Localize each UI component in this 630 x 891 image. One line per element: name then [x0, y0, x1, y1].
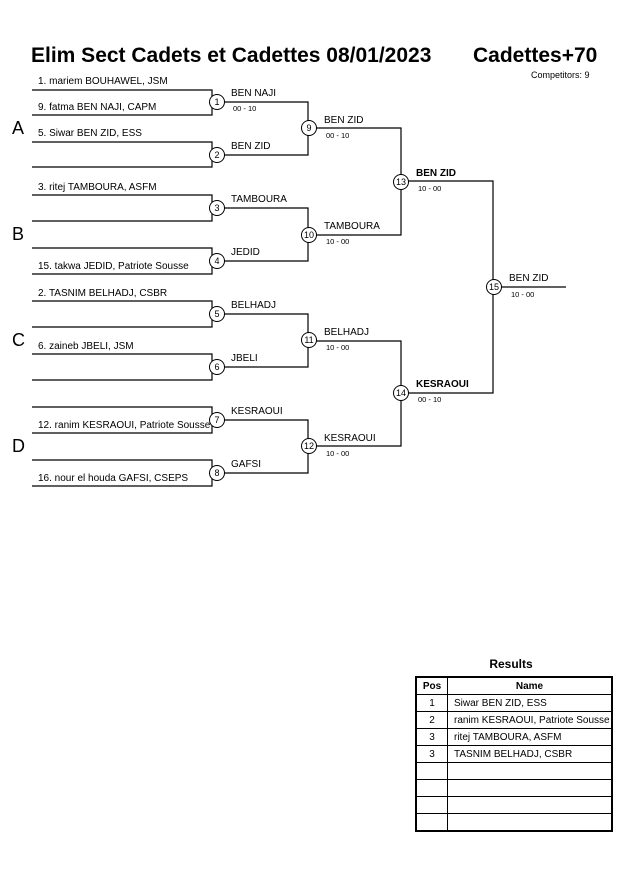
match-score: 10 - 00	[326, 237, 350, 246]
match-number: 15	[486, 279, 502, 295]
entry-name: 12. ranim KESRAOUI, Patriote Sousse	[38, 420, 211, 431]
match-score: 10 - 00	[326, 343, 350, 352]
winner-name: BEN ZID	[231, 141, 271, 152]
name-cell	[447, 813, 613, 832]
winner-name: BEN NAJI	[231, 88, 277, 99]
winner-name: BELHADJ	[231, 300, 277, 311]
winner-name: KESRAOUI	[324, 433, 376, 444]
pos-cell: 1	[415, 694, 448, 712]
winner-name: BEN ZID	[416, 168, 456, 179]
pos-cell	[415, 796, 448, 814]
table-row	[415, 779, 613, 797]
winner-name: BELHADJ	[324, 327, 370, 338]
name-cell: TASNIM BELHADJ, CSBR	[447, 745, 613, 763]
entry-name: 5. Siwar BEN ZID, ESS	[38, 128, 142, 139]
pos-cell	[415, 779, 448, 797]
pos-cell: 2	[415, 711, 448, 729]
match-number: 1	[209, 94, 225, 110]
pos-cell	[415, 813, 448, 832]
name-header: Name	[447, 676, 613, 695]
match-number: 14	[393, 385, 409, 401]
match-number: 12	[301, 438, 317, 454]
pos-cell	[415, 762, 448, 780]
name-cell	[447, 762, 613, 780]
match-number: 5	[209, 306, 225, 322]
competitors-count: Competitors: 9	[531, 70, 590, 80]
table-row	[415, 813, 613, 832]
entry-name: 6. zaineb JBELI, JSM	[38, 341, 134, 352]
name-cell	[447, 796, 613, 814]
match-score: 10 - 00	[418, 184, 442, 193]
match-number: 3	[209, 200, 225, 216]
entry-name: 15. takwa JEDID, Patriote Sousse	[38, 261, 189, 272]
match-number: 4	[209, 253, 225, 269]
match-number: 7	[209, 412, 225, 428]
winner-name: KESRAOUI	[231, 406, 283, 417]
results-header-row: Pos Name	[415, 676, 613, 695]
entry-name: 16. nour el houda GAFSI, CSEPS	[38, 473, 189, 484]
pos-header: Pos	[415, 676, 448, 695]
match-number: 8	[209, 465, 225, 481]
entry-name: 1. mariem BOUHAWEL, JSM	[38, 76, 168, 87]
match-number: 6	[209, 359, 225, 375]
table-row	[415, 796, 613, 814]
entry-name: 3. ritej TAMBOURA, ASFM	[38, 182, 157, 193]
name-cell: ranim KESRAOUI, Patriote Sousse	[447, 711, 613, 729]
name-cell	[447, 779, 613, 797]
name-cell: ritej TAMBOURA, ASFM	[447, 728, 613, 746]
pool-label: B	[12, 224, 25, 244]
category-title: Cadettes+70	[473, 44, 598, 67]
entry-name: 9. fatma BEN NAJI, CAPM	[38, 102, 157, 113]
pool-label: C	[12, 330, 25, 350]
match-number: 13	[393, 174, 409, 190]
match-number: 11	[301, 332, 317, 348]
pos-cell: 3	[415, 728, 448, 746]
winner-name: GAFSI	[231, 459, 262, 470]
match-score: 10 - 00	[326, 449, 350, 458]
name-cell: Siwar BEN ZID, ESS	[447, 694, 613, 712]
match-number: 2	[209, 147, 225, 163]
final-winner-name: BEN ZID	[509, 273, 549, 284]
winner-name: KESRAOUI	[416, 379, 469, 390]
entry-name: 2. TASNIM BELHADJ, CSBR	[38, 288, 168, 299]
table-row	[415, 762, 613, 780]
winner-name: TAMBOURA	[231, 194, 287, 205]
match-score: 00 - 10	[418, 395, 442, 404]
winner-name: BEN ZID	[324, 115, 364, 126]
match-score: 00 - 10	[233, 104, 257, 113]
winner-name: JBELI	[231, 353, 258, 364]
match-score: 10 - 00	[511, 290, 535, 299]
match-number: 9	[301, 120, 317, 136]
pool-label: D	[12, 436, 25, 456]
pos-cell: 3	[415, 745, 448, 763]
winner-name: JEDID	[231, 247, 260, 258]
pool-label: A	[12, 118, 25, 138]
page-title: Elim Sect Cadets et Cadettes 08/01/2023	[31, 44, 432, 67]
match-number: 10	[301, 227, 317, 243]
winner-name: TAMBOURA	[324, 221, 380, 232]
results-title: Results	[489, 657, 533, 671]
match-score: 00 - 10	[326, 131, 350, 140]
